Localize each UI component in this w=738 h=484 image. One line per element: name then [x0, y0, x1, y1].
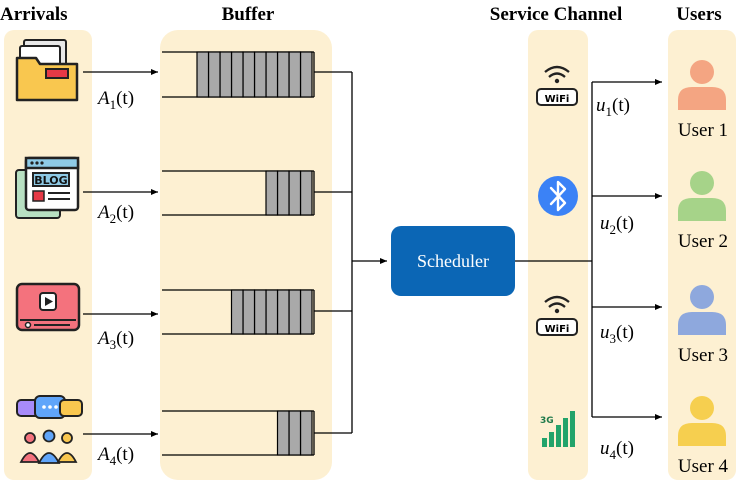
- queue-group: [162, 51, 315, 456]
- buffer-panel: [160, 30, 332, 480]
- 3g-signal-icon: 3G: [540, 411, 575, 447]
- queue-output-lines: [314, 71, 353, 434]
- queue-packet-cell: [276, 289, 290, 335]
- queue-2: [162, 170, 315, 216]
- queue-packet-cell: [288, 170, 302, 216]
- service-rate-3: u3(t): [600, 322, 634, 346]
- user-label-2: User 2: [678, 231, 728, 252]
- 3g-label: 3G: [540, 416, 554, 426]
- queue-packet-cell: [230, 51, 244, 98]
- queue-packet-cell: [265, 51, 279, 98]
- wifi-icon: WiFi: [536, 295, 578, 336]
- queue-packet-cell: [276, 410, 290, 456]
- arrival-rate-3: A3(t): [96, 328, 134, 352]
- arrivals-panel: [4, 30, 92, 480]
- queue-packet-cell: [288, 410, 302, 456]
- queue-packet-cell: [299, 51, 313, 98]
- user-label-4: User 4: [678, 456, 729, 477]
- queue-packet-cell: [196, 51, 210, 98]
- queue-packet-cell: [288, 51, 302, 98]
- arrival-rate-1: A1(t): [96, 88, 134, 112]
- user-avatar-icon: [678, 60, 726, 110]
- wifi-badge-label: WiFi: [545, 324, 570, 335]
- user-avatar-icon: [678, 171, 726, 221]
- service-rate-4: u4(t): [600, 438, 634, 462]
- buffer-header: Buffer: [222, 4, 275, 25]
- wifi-badge-label: WiFi: [545, 94, 570, 105]
- queue-3: [162, 289, 315, 335]
- arrival-rate-2: A2(t): [96, 202, 134, 226]
- folder-icon: [15, 39, 79, 102]
- service-rate-2: u2(t): [600, 213, 634, 237]
- queue-packet-cell: [288, 289, 302, 335]
- wifi-icon: WiFi: [536, 65, 578, 106]
- queue-packet-cell: [219, 51, 233, 98]
- queue-packet-cell: [242, 289, 256, 335]
- user-label-1: User 1: [678, 120, 728, 141]
- queue-packet-cell: [276, 51, 290, 98]
- bluetooth-icon: [538, 176, 578, 216]
- service-channel-panel: [528, 30, 588, 480]
- queue-4: [162, 410, 315, 456]
- queue-1: [162, 51, 315, 98]
- queue-packet-cell: [207, 51, 221, 98]
- queue-packet-cell: [299, 289, 313, 335]
- scheduler-output-lines: [515, 82, 593, 417]
- user-avatar-icon: [678, 396, 726, 446]
- queue-packet-cell: [253, 51, 267, 98]
- scheduler-box: Scheduler: [391, 226, 515, 296]
- queue-packet-cell: [242, 51, 256, 98]
- video-player-icon: [15, 282, 81, 332]
- svg-text:BLOG: BLOG: [34, 174, 67, 187]
- users-panel: [668, 30, 736, 480]
- queue-packet-cell: [253, 289, 267, 335]
- blog-page-icon: BLOG: [15, 156, 80, 219]
- service-channel-header: Service Channel: [490, 4, 622, 25]
- arrival-rate-4: A4(t): [96, 444, 134, 468]
- queue-packet-cell: [265, 289, 279, 335]
- queue-packet-cell: [265, 170, 279, 216]
- chat-group-icon: [16, 395, 83, 464]
- user-label-3: User 3: [678, 345, 728, 366]
- service-rate-1: u1(t): [596, 95, 630, 119]
- queue-packet-cell: [299, 410, 313, 456]
- users-header: Users: [676, 4, 721, 25]
- queue-packet-cell: [230, 289, 244, 335]
- queue-packet-cell: [276, 170, 290, 216]
- user-avatar-icon: [678, 285, 726, 335]
- queue-packet-cell: [299, 170, 313, 216]
- arrivals-header: Arrivals: [0, 4, 68, 25]
- scheduler-label: Scheduler: [417, 251, 489, 271]
